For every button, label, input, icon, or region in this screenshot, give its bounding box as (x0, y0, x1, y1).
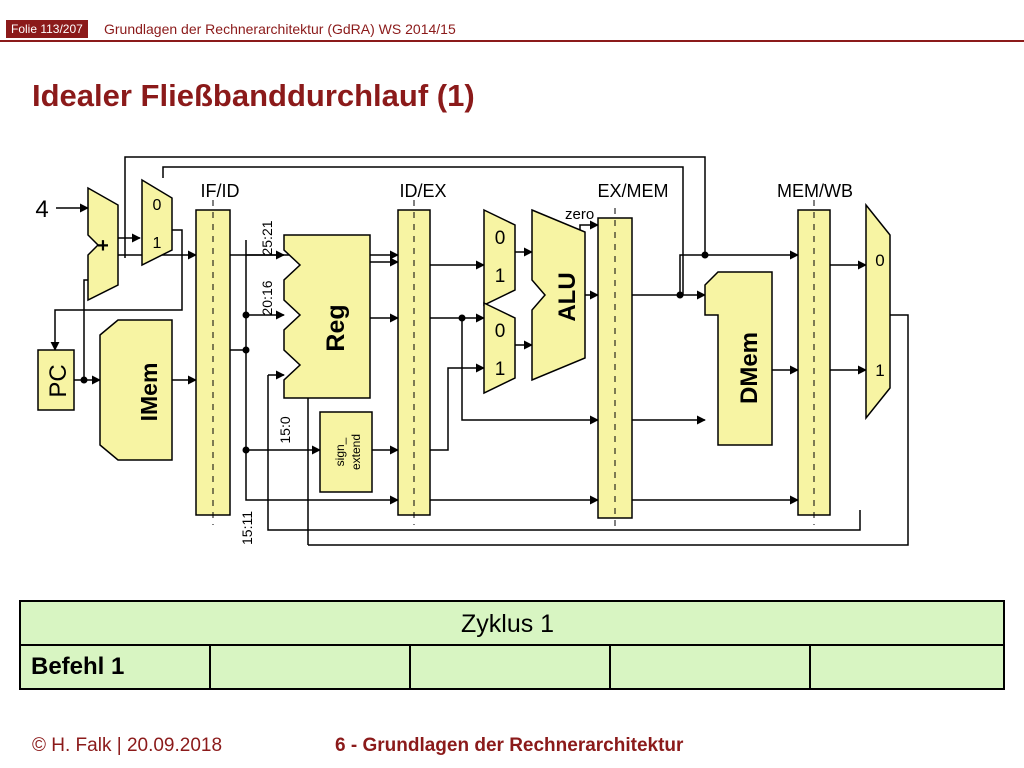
pipeline-register-labels: IF/ID ID/EX EX/MEM MEM/WB (201, 181, 854, 201)
pc-mux-input-0: 0 (153, 197, 162, 214)
cycle-label: Zyklus 1 (461, 610, 555, 638)
adder-symbol: + (97, 235, 109, 257)
course-title: Grundlagen der Rechnerarchitektur (GdRA)… (104, 21, 456, 37)
slide-header: Folie 113/207 Grundlagen der Rechnerarch… (0, 0, 1024, 50)
data-memory (704, 271, 773, 446)
label-if-id: IF/ID (201, 181, 240, 201)
writeback-mux-input-1: 1 (875, 361, 884, 380)
cycle-header: Zyklus 1 (21, 602, 1003, 646)
writeback-mux-input-0: 0 (875, 251, 884, 270)
stage-cell (411, 646, 611, 688)
bits-25-21: 25:21 (259, 220, 275, 255)
label-mem-wb: MEM/WB (777, 181, 853, 201)
alu-mux-a-input-0: 0 (495, 228, 506, 249)
sign-extend-label-2: extend (349, 434, 363, 470)
footer-author: © H. Falk | 20.09.2018 (32, 735, 223, 756)
label-ex-mem: EX/MEM (597, 181, 668, 201)
sign-extend-unit (319, 411, 373, 493)
constant-four: 4 (35, 196, 48, 223)
bits-15-0: 15:0 (277, 416, 293, 443)
stage-cell (611, 646, 811, 688)
stage-cell (211, 646, 411, 688)
alu-mux-a (483, 208, 516, 307)
dmem-label: DMem (736, 332, 763, 404)
alu-mux-b-input-0: 0 (495, 321, 506, 342)
zero-flag-label: zero (565, 206, 594, 223)
alu-mux-b (483, 301, 516, 395)
wire-junctions (80, 251, 709, 454)
stage-cell (811, 646, 1003, 688)
pc-mux (141, 178, 173, 267)
imem-label: IMem (136, 363, 162, 422)
bit-field-labels: 25:21 20:16 15:0 15:11 (239, 220, 293, 545)
page-title: Idealer Fließbanddurchlauf (1) (32, 78, 475, 113)
writeback-mux (865, 202, 891, 421)
instruction-memory (99, 319, 173, 461)
footer-chapter: 6 - Grundlagen der Rechnerarchitektur (335, 735, 684, 756)
instruction-row-label: Befehl 1 (21, 646, 211, 688)
bits-15-11: 15:11 (239, 511, 255, 545)
pc-adder (87, 186, 119, 302)
pipeline-registers (195, 200, 831, 528)
sign-extend-label-1: sign_ (333, 437, 347, 466)
pipeline-cycle-table: Zyklus 1 Befehl 1 (19, 600, 1005, 690)
alu-label: ALU (554, 272, 581, 321)
bits-20-16: 20:16 (259, 280, 275, 315)
alu-mux-b-input-1: 1 (495, 359, 506, 380)
reg-label: Reg (322, 304, 350, 351)
program-counter (37, 349, 75, 411)
label-id-ex: ID/EX (399, 181, 446, 201)
alu-mux-a-input-1: 1 (495, 266, 506, 287)
datapath-wires (50, 156, 909, 546)
pipeline-datapath-diagram: + 4 0 1 PC IMem Reg sign_ extend 0 1 0 1… (35, 156, 909, 546)
pc-label: PC (45, 364, 72, 397)
pc-mux-input-1: 1 (153, 235, 162, 252)
header-divider (0, 40, 1024, 42)
alu (531, 208, 586, 382)
slide-number-badge: Folie 113/207 (6, 20, 88, 38)
register-file (283, 234, 371, 399)
